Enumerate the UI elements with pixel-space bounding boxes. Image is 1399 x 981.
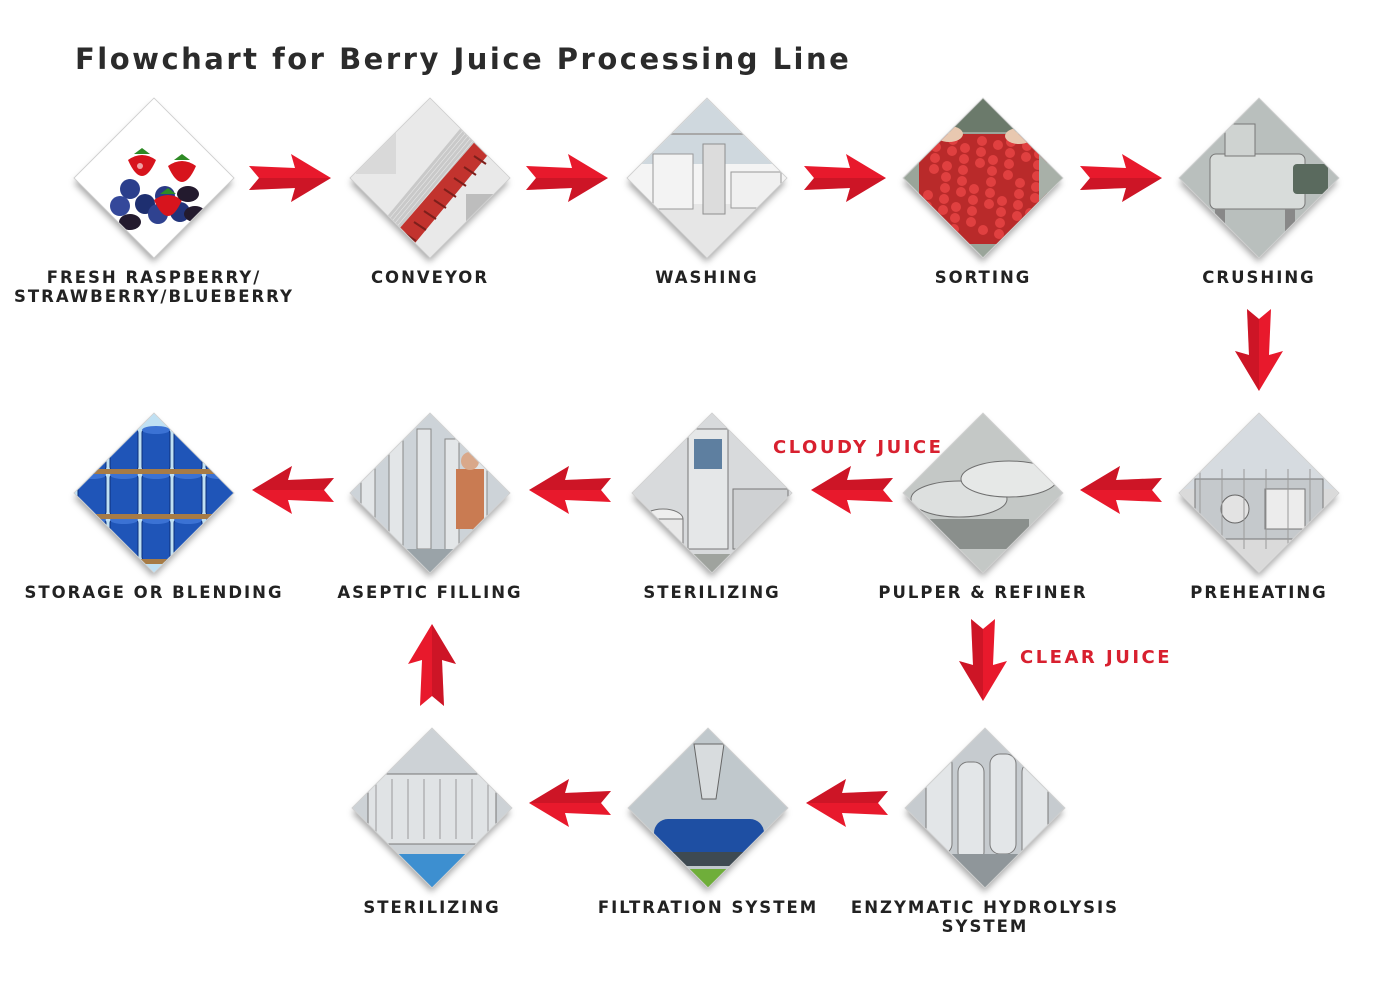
process-diamond — [905, 728, 1065, 888]
process-diamond — [74, 98, 234, 258]
process-node-n5 — [1179, 98, 1339, 258]
process-node-n4 — [903, 98, 1063, 258]
process-node-n10 — [74, 413, 234, 573]
flow-arrow-down — [1235, 309, 1283, 391]
filtration-photo — [628, 728, 788, 888]
node-label: STERILIZING — [363, 898, 501, 917]
process-diamond — [628, 728, 788, 888]
filling-photo — [350, 413, 510, 573]
flow-arrow-right — [804, 154, 886, 202]
conveyor-photo — [350, 98, 510, 258]
process-node-n3 — [627, 98, 787, 258]
process-node-n6 — [1179, 413, 1339, 573]
flow-arrow-left — [806, 779, 888, 827]
process-diamond — [74, 413, 234, 573]
process-diamond — [1179, 413, 1339, 573]
sterilizer-a-photo — [632, 413, 792, 573]
process-node-n1 — [74, 98, 234, 258]
enzymatic-photo — [905, 728, 1065, 888]
process-diamond — [632, 413, 792, 573]
crushing-photo — [1179, 98, 1339, 258]
flow-arrow-up — [408, 624, 456, 706]
flow-arrow-left — [1080, 466, 1162, 514]
node-label: PULPER & REFINER — [878, 583, 1088, 602]
node-label: PREHEATING — [1190, 583, 1328, 602]
flow-arrow-left — [529, 466, 611, 514]
node-label: CRUSHING — [1202, 268, 1316, 287]
process-diamond — [350, 98, 510, 258]
flow-arrow-right — [526, 154, 608, 202]
washing-photo — [627, 98, 787, 258]
node-label: ENZYMATIC HYDROLYSIS SYSTEM — [850, 898, 1120, 936]
process-node-n8 — [632, 413, 792, 573]
process-node-n2 — [350, 98, 510, 258]
berries-photo — [74, 98, 234, 258]
process-node-n9 — [350, 413, 510, 573]
node-label: WASHING — [655, 268, 759, 287]
node-label: ASEPTIC FILLING — [337, 583, 523, 602]
node-label: STORAGE OR BLENDING — [24, 583, 284, 602]
process-diamond — [903, 98, 1063, 258]
chart-title: Flowchart for Berry Juice Processing Lin… — [75, 42, 852, 76]
sorting-photo — [903, 98, 1063, 258]
node-label: CONVEYOR — [370, 268, 490, 287]
sterilizer-b-photo — [352, 728, 512, 888]
branch-label: CLEAR JUICE — [1020, 647, 1173, 668]
flow-arrow-down — [959, 619, 1007, 701]
process-node-n12 — [628, 728, 788, 888]
flow-arrow-left — [252, 466, 334, 514]
drums-photo — [74, 413, 234, 573]
process-node-n11 — [905, 728, 1065, 888]
flow-arrow-left — [529, 779, 611, 827]
flow-arrow-right — [1080, 154, 1162, 202]
process-diamond — [627, 98, 787, 258]
process-diamond — [350, 413, 510, 573]
node-label: SORTING — [934, 268, 1032, 287]
node-label: FRESH RASPBERRY/ STRAWBERRY/BLUEBERRY — [14, 268, 294, 306]
flow-arrow-right — [249, 154, 331, 202]
flow-arrow-left — [811, 466, 893, 514]
preheating-photo — [1179, 413, 1339, 573]
node-label: STERILIZING — [643, 583, 781, 602]
process-diamond — [352, 728, 512, 888]
process-node-n7 — [903, 413, 1063, 573]
branch-label: CLOUDY JUICE — [773, 437, 944, 458]
process-diamond — [1179, 98, 1339, 258]
process-node-n13 — [352, 728, 512, 888]
node-label: FILTRATION SYSTEM — [597, 898, 819, 917]
